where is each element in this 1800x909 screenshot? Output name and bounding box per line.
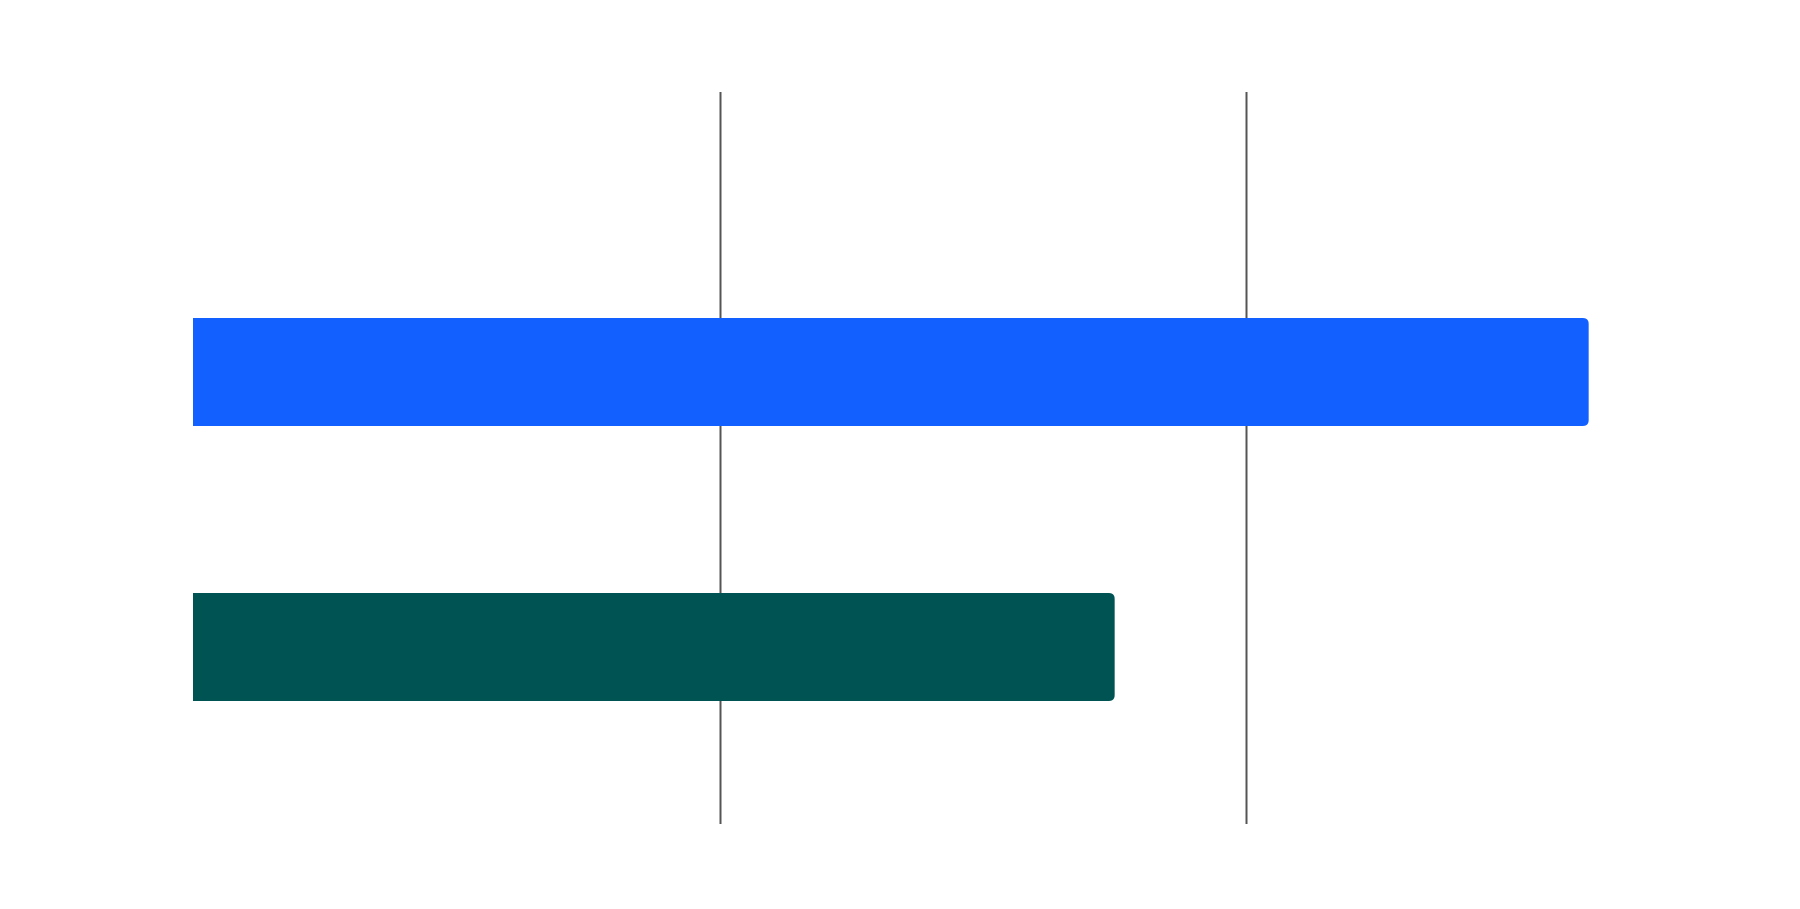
gridlines <box>719 92 1248 824</box>
bar-2 <box>193 593 1115 701</box>
bar-1 <box>193 318 1589 426</box>
bars <box>193 318 1589 701</box>
